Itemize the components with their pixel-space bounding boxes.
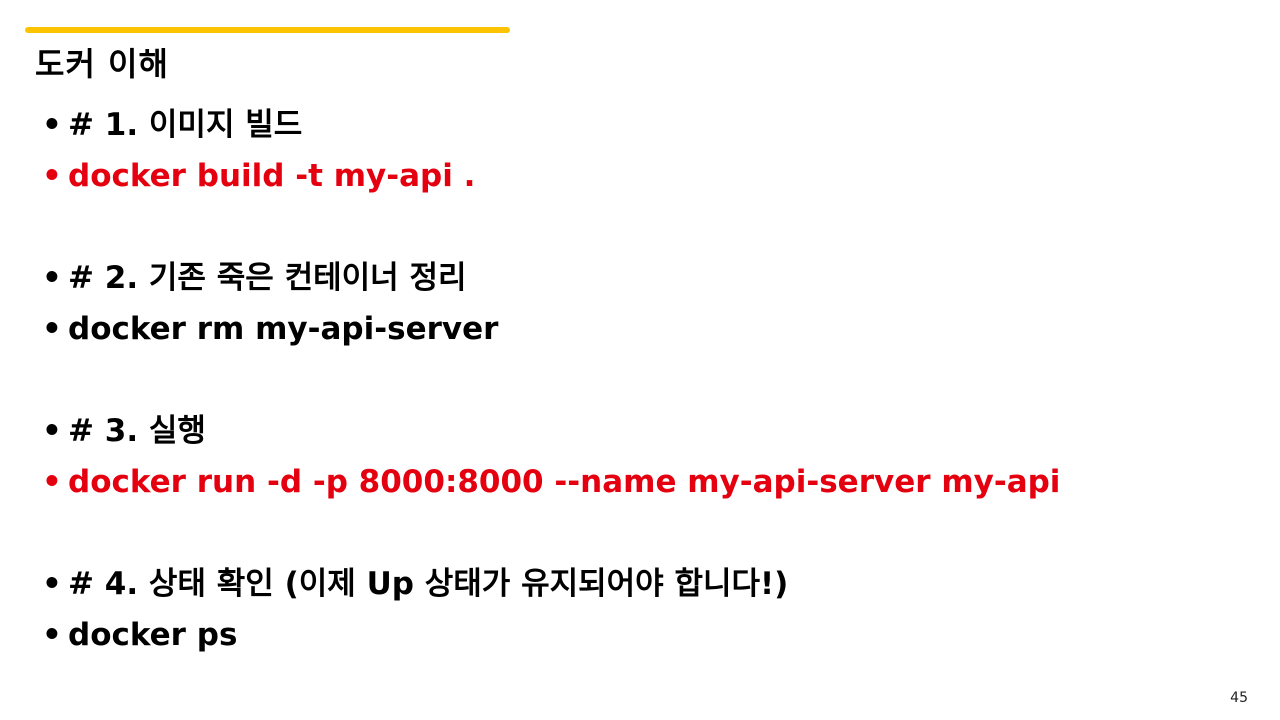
slide-title: 도커 이해 [35, 45, 169, 83]
step-2-command: docker rm my-api-server [42, 304, 1060, 355]
step-1-comment: # 1. 이미지 빌드 [42, 100, 1060, 151]
spacer [42, 202, 1060, 253]
step-4-comment: # 4. 상태 확인 (이제 Up 상태가 유지되어야 합니다!) [42, 559, 1060, 610]
step-2-comment: # 2. 기존 죽은 컨테이너 정리 [42, 253, 1060, 304]
step-3-comment: # 3. 실행 [42, 406, 1060, 457]
bullet-list: # 1. 이미지 빌드 docker build -t my-api . # 2… [42, 100, 1060, 661]
step-4-command: docker ps [42, 610, 1060, 661]
title-accent-bar [25, 27, 510, 33]
step-1-command: docker build -t my-api . [42, 151, 1060, 202]
spacer [42, 508, 1060, 559]
page-number: 45 [1230, 690, 1248, 706]
spacer [42, 355, 1060, 406]
step-3-command: docker run -d -p 8000:8000 --name my-api… [42, 457, 1060, 508]
